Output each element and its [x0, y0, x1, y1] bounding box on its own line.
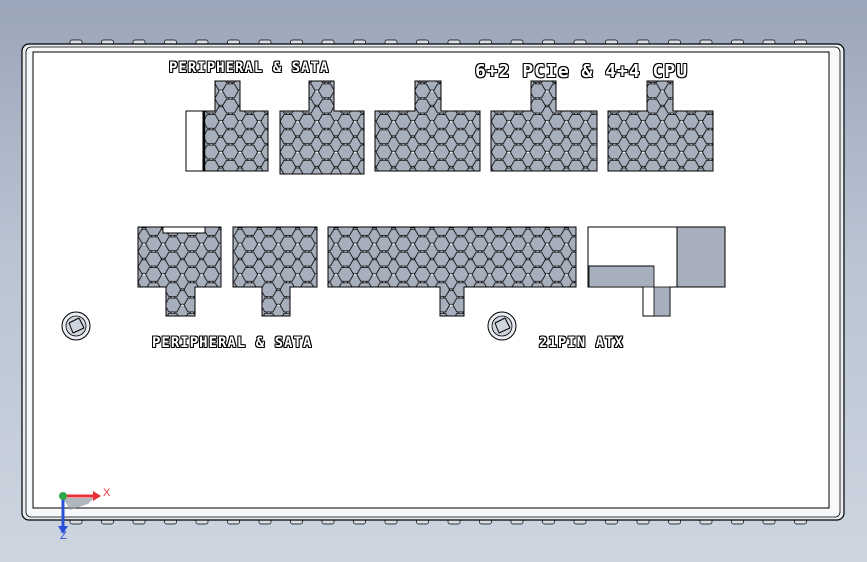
connector-pcie-1 [374, 80, 481, 172]
screw-icon [487, 311, 517, 341]
connector-atx-side [587, 226, 726, 317]
label-21pin-atx: 21PIN ATX [539, 335, 624, 351]
connector-atx-main [327, 226, 577, 317]
connector-peripheral-top-1 [185, 80, 269, 172]
connector-pcie-2 [490, 80, 598, 172]
label-pcie-cpu: 6+2 PCIe & 4+4 CPU [475, 61, 689, 82]
connector-peripheral-bottom-1 [137, 226, 222, 317]
axis-z-label: Z [60, 530, 67, 542]
label-peripheral-sata-top: PERIPHERAL & SATA [169, 60, 330, 76]
connector-peripheral-bottom-2 [232, 226, 318, 317]
axis-x-label: X [103, 487, 111, 499]
screw-icon [61, 311, 91, 341]
label-peripheral-sata-bottom: PERIPHERAL & SATA [152, 335, 313, 351]
axis-triad-icon [58, 491, 101, 534]
connector-cpu [607, 80, 714, 172]
connector-peripheral-top-2 [279, 80, 365, 175]
